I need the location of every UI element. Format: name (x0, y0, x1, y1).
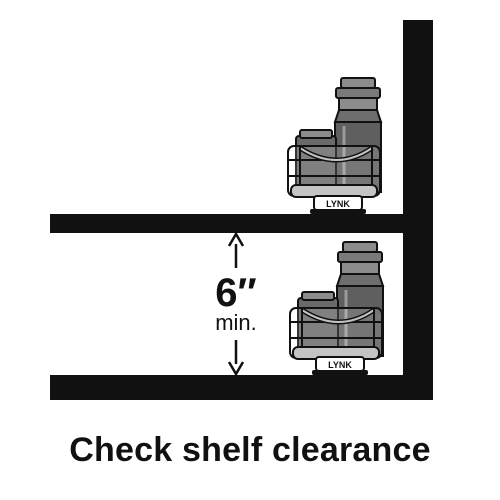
lower-organizer: LYNK (289, 241, 385, 375)
upper-shelf (50, 214, 433, 233)
lower-base-foot (312, 370, 368, 375)
up-arrow-head-icon (227, 231, 245, 247)
lower-wire-basket (289, 307, 383, 360)
cabinet-back-wall (403, 20, 433, 400)
upper-organizer: LYNK (287, 77, 383, 214)
lower-shelf (50, 375, 433, 400)
down-arrow-head-icon (227, 361, 245, 377)
upper-brand-label: LYNK (326, 199, 350, 209)
lower-brand-label: LYNK (328, 360, 352, 370)
upper-wire-basket (287, 145, 381, 198)
clearance-value: 6″ (215, 271, 256, 315)
clearance-qualifier: min. (215, 310, 257, 335)
caption: Check shelf clearance (69, 431, 431, 469)
upper-base-foot (310, 209, 366, 214)
clearance-dimension: 6″ min. (215, 231, 257, 377)
